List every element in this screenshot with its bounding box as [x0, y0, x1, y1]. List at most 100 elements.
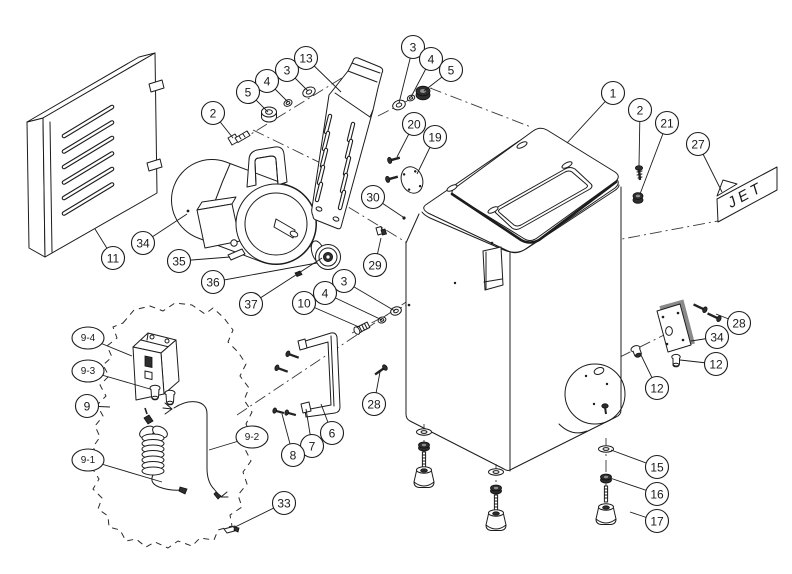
- callout-bubble: [238, 291, 264, 317]
- callout-number: 9: [84, 400, 91, 414]
- callout-9-1: 9-1: [71, 448, 163, 483]
- screw-20-a: [387, 156, 401, 164]
- callout-number: 1: [610, 87, 617, 101]
- callout-number: 5: [448, 64, 455, 78]
- hex-nut-5-right: [415, 85, 431, 101]
- callout-bubble: [704, 324, 730, 350]
- handle-bracket: [297, 332, 341, 418]
- callout-bubble: [600, 80, 626, 106]
- flat-washer-3-left: [302, 86, 316, 98]
- callout-number: 3: [341, 275, 348, 289]
- callout-bubble: [654, 110, 680, 136]
- callout-number: 12: [650, 382, 664, 396]
- callout-7: 7: [299, 408, 325, 459]
- screw-28-bottom: [374, 364, 388, 376]
- screw-28-b: [707, 312, 722, 322]
- callout-10: 10: [291, 290, 360, 328]
- callout-number: 34: [136, 237, 150, 251]
- callout-19: 19: [416, 124, 448, 175]
- callout-bubble: [726, 310, 752, 336]
- callout-12: 12: [679, 351, 729, 377]
- callout-27: 27: [685, 131, 723, 193]
- callout-9-2: 9-2: [208, 425, 269, 451]
- grommet-12-right: [671, 353, 681, 368]
- callout-number: 11: [107, 252, 120, 266]
- callout-bubble: [166, 248, 192, 274]
- callout-bubble: [438, 57, 464, 83]
- callout-bubble: [644, 481, 670, 507]
- callout-bubble: [627, 97, 653, 123]
- screw-28-a: [693, 303, 708, 313]
- callout-number: 19: [428, 131, 442, 145]
- callout-2: 2: [627, 97, 653, 167]
- callout-number: 36: [206, 276, 220, 290]
- callout-bubble: [422, 124, 448, 150]
- callout-number: 35: [172, 255, 186, 269]
- callout-bubble: [401, 111, 427, 137]
- callout-number: 4: [264, 75, 271, 89]
- callout-number: 13: [299, 52, 313, 66]
- callout-3: 3: [274, 57, 309, 92]
- callout-number: 17: [650, 515, 664, 529]
- hex-nut-21: [632, 192, 644, 204]
- callout-1: 1: [566, 80, 626, 144]
- louver-slots: [61, 104, 115, 216]
- callout-bubble: [685, 131, 711, 157]
- callout-number: 4: [428, 53, 435, 67]
- side-plate-34: [656, 299, 695, 353]
- screw-8-c: [272, 407, 285, 415]
- callout-28: 28: [715, 310, 752, 336]
- callout-number: 20: [407, 118, 421, 132]
- callout-bubble: [361, 391, 387, 417]
- callout-number: 16: [650, 488, 664, 502]
- callout-29: 29: [362, 237, 388, 278]
- cabinet-cutout: [482, 246, 504, 291]
- callout-bubble: [418, 46, 444, 72]
- callout-34: 34: [690, 324, 730, 350]
- callout-bubble: [360, 184, 386, 210]
- callout-9-3: 9-3: [71, 359, 151, 390]
- callout-33: 33: [232, 490, 297, 529]
- lid-slot: [487, 206, 499, 214]
- callout-bubble: [74, 393, 100, 419]
- callout-5: 5: [235, 79, 269, 113]
- callout-number: 10: [297, 297, 311, 311]
- callout-bubble: [312, 280, 338, 306]
- grommet-12-left: [630, 345, 642, 358]
- callout-number: 37: [244, 298, 258, 312]
- callout-number: 15: [650, 461, 664, 475]
- callout-bubble: [71, 326, 105, 350]
- callout-20: 20: [396, 111, 427, 158]
- lid-slot: [446, 184, 458, 192]
- callout-number: 12: [709, 358, 723, 372]
- callout-number: 4: [322, 287, 329, 301]
- bracket-slots: [314, 113, 356, 211]
- callout-17: 17: [629, 508, 670, 534]
- callout-number: 28: [367, 398, 381, 412]
- callout-9: 9: [74, 393, 111, 419]
- callout-number: 3: [284, 64, 291, 78]
- callout-number: 27: [691, 138, 705, 152]
- feet: [413, 424, 617, 531]
- callout-5: 5: [423, 57, 464, 92]
- lid-slot: [516, 141, 528, 149]
- callout-4: 4: [312, 280, 383, 321]
- callout-bubble: [100, 245, 126, 271]
- cable-tie: [223, 525, 240, 534]
- callout-12: 12: [639, 352, 670, 401]
- bracket-clip-bottom: [300, 401, 312, 414]
- callout-number: 9-4: [81, 333, 96, 344]
- callout-number: 2: [637, 104, 644, 118]
- motor: [171, 146, 317, 265]
- motor-mount-area: [558, 363, 626, 434]
- cord-grip-a: [149, 384, 161, 401]
- callout-number: 9-3: [81, 366, 96, 377]
- callout-number: 2: [210, 107, 217, 121]
- callout-number: 3: [410, 41, 417, 55]
- callout-37: 37: [238, 257, 323, 317]
- callout-36: 36: [200, 262, 318, 295]
- jet-label: JET: [716, 166, 778, 223]
- callout-bubble: [319, 420, 345, 446]
